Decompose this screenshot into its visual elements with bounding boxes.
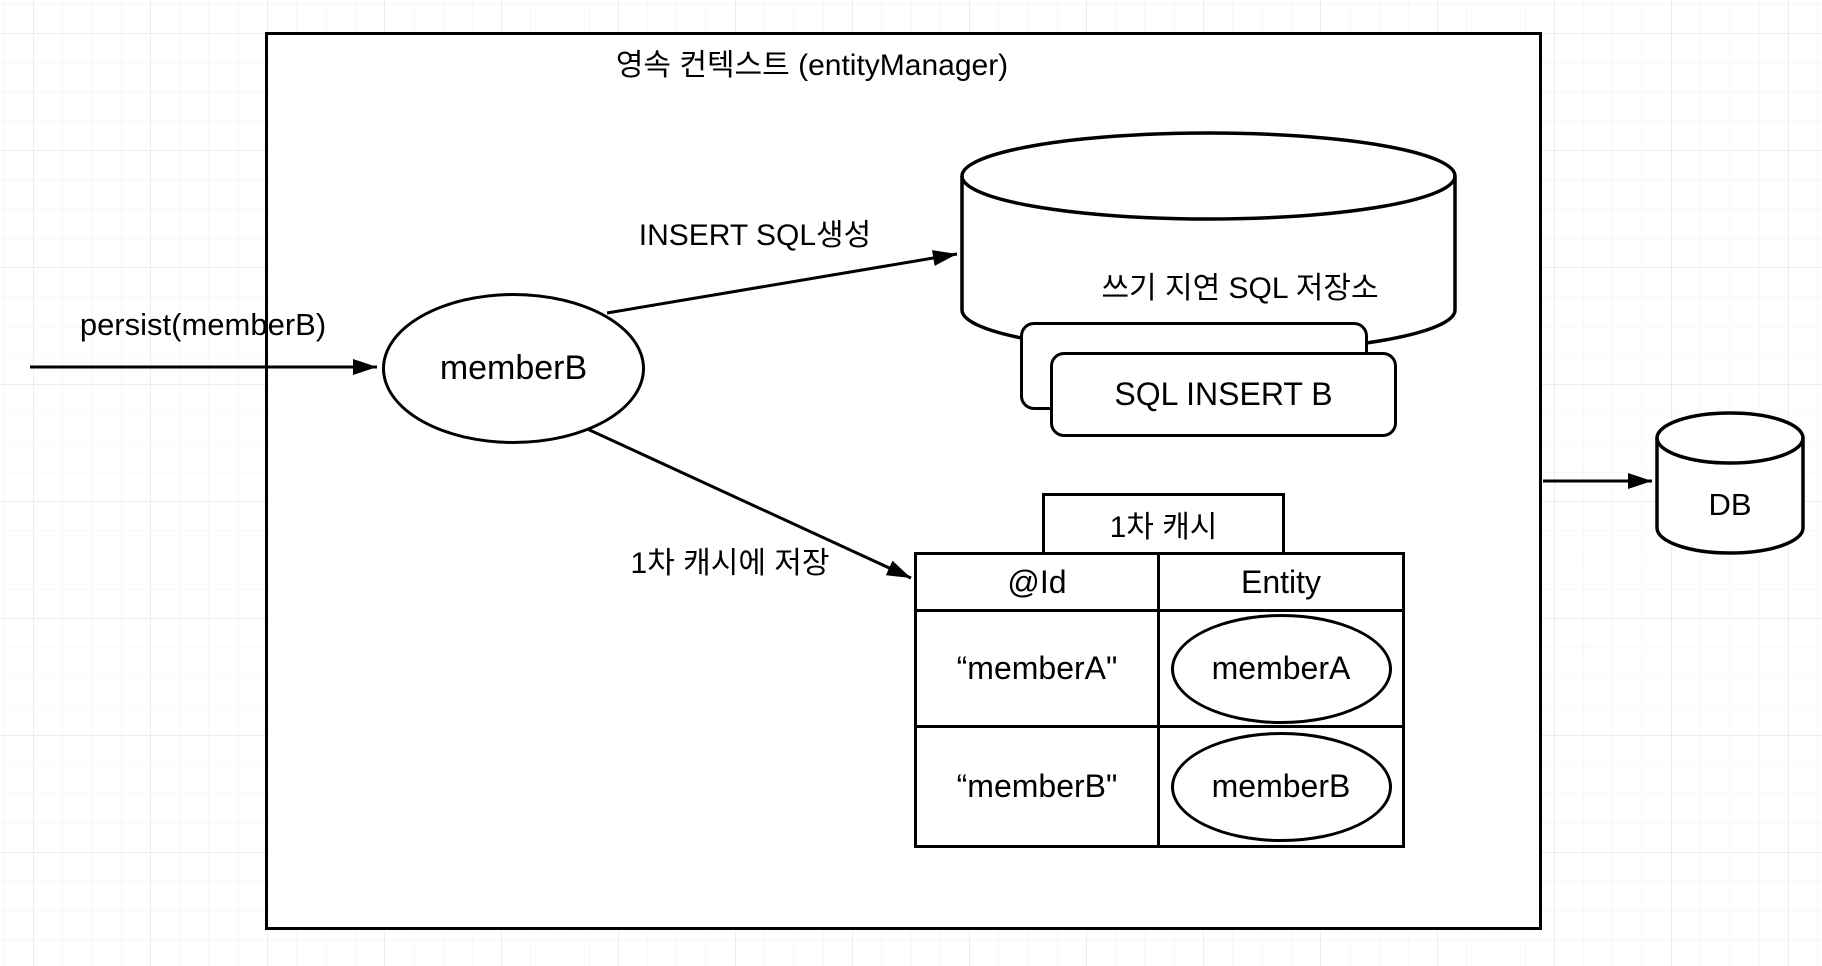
cache-entity-cell: memberA: [1160, 612, 1402, 728]
cache-entity-label: memberB: [1211, 768, 1351, 804]
member-entity-ellipse: memberB: [382, 293, 645, 444]
sql-card-label: SQL INSERT B: [1114, 376, 1333, 412]
insert-sql-arrow-label: INSERT SQL생성: [638, 219, 872, 252]
cache-entity-cell: memberB: [1160, 728, 1402, 845]
db-cylinder: [1655, 411, 1805, 555]
cache-column-header-id: @Id: [917, 555, 1160, 612]
first-level-cache-tab-label: 1차 캐시: [1109, 511, 1218, 544]
cache-entity-ellipse: memberB: [1170, 731, 1392, 842]
cache-store-arrow-label: 1차 캐시에 저장: [630, 547, 830, 580]
cache-id-cell: “memberB": [917, 728, 1160, 845]
persist-arrow-label: persist(memberB): [79, 307, 327, 342]
first-level-cache-tab: 1차 캐시: [1042, 493, 1285, 555]
cache-column-header-entity: Entity: [1160, 555, 1402, 612]
cache-entity-label: memberA: [1211, 650, 1351, 686]
member-entity-label: memberB: [439, 349, 588, 387]
persistence-context-title: 영속 컨텍스트 (entityManager): [615, 49, 1009, 82]
cache-id-cell: “memberA": [917, 612, 1160, 728]
db-label: DB: [1708, 487, 1752, 522]
sql-card-front: SQL INSERT B: [1050, 352, 1397, 437]
sql-store-label: 쓰기 지연 SQL 저장소: [1101, 272, 1379, 305]
first-level-cache-table: @Id Entity “memberA" memberA “memberB" m…: [914, 552, 1405, 848]
cache-entity-ellipse: memberA: [1170, 613, 1392, 724]
